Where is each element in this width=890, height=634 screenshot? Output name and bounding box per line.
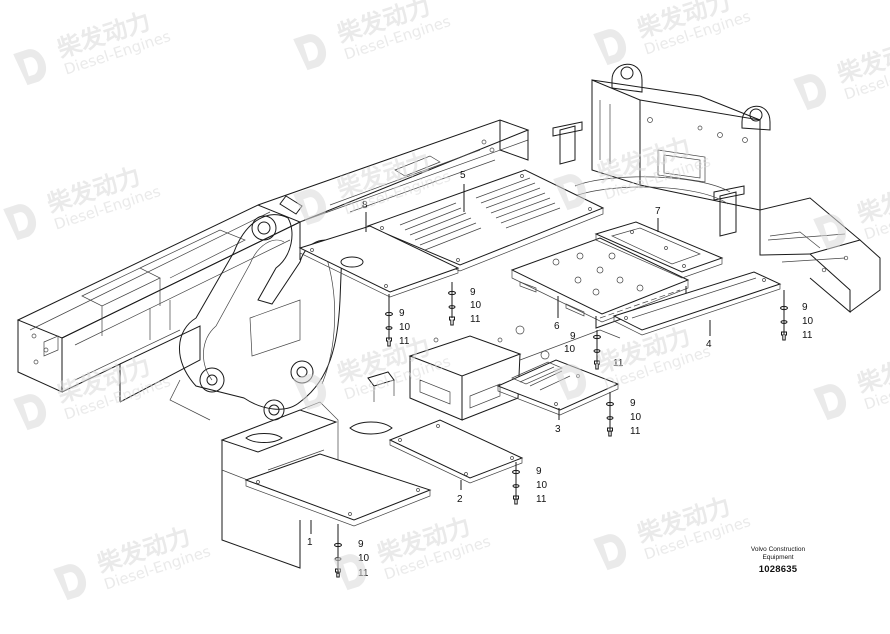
publisher-line-2: Equipment [762, 554, 794, 561]
watermark-logo-icon [53, 564, 87, 601]
center-platform [349, 325, 621, 435]
cover-plate-8 [298, 225, 460, 298]
watermark-logo-icon [593, 534, 627, 571]
cover-plate-4 [612, 271, 782, 336]
callout-10-b: 10 [470, 300, 482, 311]
callout-11-d: 11 [802, 330, 813, 341]
callout-10-e: 10 [630, 412, 642, 423]
bolt-1 [386, 337, 392, 347]
upper-frame [16, 63, 881, 403]
watermark-logo-icon [293, 189, 327, 226]
callout-9-f: 9 [536, 466, 542, 477]
callout-10-d: 10 [802, 316, 814, 327]
bolt-4 [781, 331, 787, 341]
publisher-name: Volvo Construction Equipment [718, 546, 838, 562]
callout-3: 3 [555, 424, 561, 435]
callout-11-f: 11 [536, 494, 547, 505]
watermark-logo-icon [813, 384, 847, 421]
callout-labels: 5 8 7 6 4 3 2 1 9 10 11 9 10 11 9 10 11 … [307, 170, 814, 579]
callout-10-f: 10 [536, 480, 548, 491]
callout-9-a: 9 [399, 308, 405, 319]
callout-11-b: 11 [470, 314, 481, 325]
cover-plate-6 [510, 237, 690, 329]
watermark-logo-icon [13, 394, 47, 431]
leader-lines [310, 184, 785, 574]
callout-10-g: 10 [358, 553, 370, 564]
callout-6: 6 [554, 321, 560, 332]
callout-5: 5 [460, 170, 466, 181]
callout-9-c: 9 [570, 331, 576, 342]
cover-plate-1 [244, 449, 432, 527]
bolt-6 [513, 495, 519, 505]
callout-11-c: 11 [613, 358, 624, 369]
watermark-logo-icon [553, 174, 587, 211]
cover-plate-7 [594, 221, 724, 279]
document-number: 1028635 [758, 564, 798, 575]
watermark-logo-icon [293, 34, 327, 71]
callout-8: 8 [362, 200, 368, 211]
bolt-5 [607, 427, 613, 437]
callout-10-a: 10 [399, 322, 411, 333]
publisher-line-1: Volvo Construction [750, 546, 806, 553]
watermark-logo-icon [813, 214, 847, 251]
watermark-logo-icon [593, 29, 627, 66]
callout-7: 7 [655, 206, 661, 217]
callout-9-e: 9 [630, 398, 636, 409]
cover-plate-3 [496, 359, 620, 416]
bolt-2 [449, 316, 455, 326]
watermark-logo-icon [293, 374, 327, 411]
watermark-logo-icon [793, 74, 827, 111]
callout-10-c: 10 [564, 344, 576, 355]
callout-2: 2 [457, 494, 463, 505]
callout-11-e: 11 [630, 426, 641, 437]
bolt-3 [594, 360, 600, 370]
callout-11-a: 11 [399, 336, 410, 347]
callout-9-b: 9 [470, 287, 476, 298]
boom-foot-brackets [169, 195, 343, 421]
callout-4: 4 [706, 339, 712, 350]
callout-9-d: 9 [802, 302, 808, 313]
watermark-logo-icon [3, 204, 37, 241]
watermark-logo-icon [553, 364, 587, 401]
callout-1: 1 [307, 537, 313, 548]
watermark-logo-icon [13, 49, 47, 86]
cover-plate-2 [388, 419, 524, 484]
callout-9-g: 9 [358, 539, 364, 550]
watermark-logo-icon [333, 554, 367, 591]
